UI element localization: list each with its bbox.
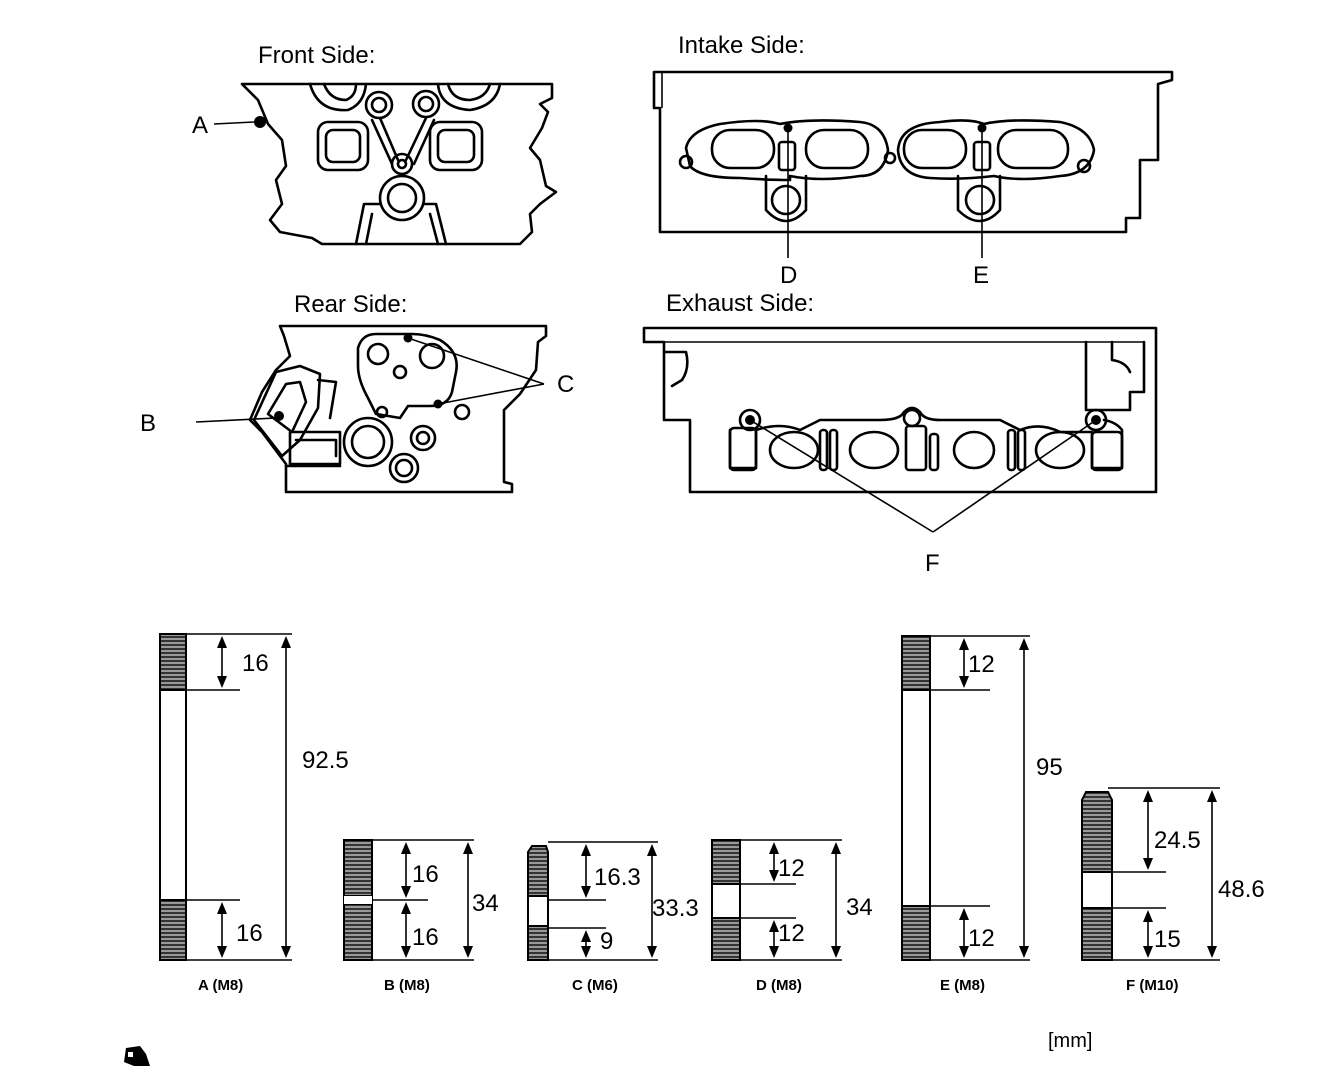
stud-e-top-dim: 12 [968, 651, 995, 678]
stud-f-total-dim: 48.6 [1218, 876, 1265, 903]
exhaust-side-title: Exhaust Side: [666, 290, 814, 317]
stud-b-caption: B (M8) [384, 977, 430, 994]
stud-a [159, 633, 292, 961]
corner-mark-icon [124, 1046, 150, 1066]
stud-b-bottom-dim: 16 [412, 924, 439, 951]
front-side-view [240, 82, 558, 246]
stud-c-total-dim: 33.3 [652, 895, 699, 922]
callout-b: B [140, 410, 156, 437]
stud-d-bottom-dim: 12 [778, 920, 805, 947]
stud-f-bottom-dim: 15 [1154, 926, 1181, 953]
intake-side-title: Intake Side: [678, 32, 805, 59]
rear-side-title: Rear Side: [294, 291, 407, 318]
stud-b-top-dim: 16 [412, 861, 439, 888]
stud-a-top-dim: 16 [242, 650, 269, 677]
stud-c-top-dim: 16.3 [594, 864, 641, 891]
stud-f-top-dim: 24.5 [1154, 827, 1201, 854]
stud-e-caption: E (M8) [940, 977, 985, 994]
stud-f [1081, 787, 1220, 961]
callout-a: A [192, 112, 208, 139]
stud-d-top-dim: 12 [778, 855, 805, 882]
exhaust-side-view [642, 326, 1158, 494]
stud-d [711, 839, 842, 961]
stud-e [901, 635, 1030, 961]
callout-c: C [557, 371, 574, 398]
stud-c-caption: C (M6) [572, 977, 618, 994]
callout-e: E [973, 262, 989, 289]
stud-e-total-dim: 95 [1036, 754, 1063, 781]
callout-f: F [925, 550, 940, 577]
stud-d-total-dim: 34 [846, 894, 873, 921]
callout-d: D [780, 262, 797, 289]
stud-c [527, 841, 658, 961]
stud-a-bottom-dim: 16 [236, 920, 263, 947]
stud-b [343, 839, 474, 961]
rear-side-view [248, 324, 548, 494]
stud-a-caption: A (M8) [198, 977, 243, 994]
stud-d-caption: D (M8) [756, 977, 802, 994]
intake-side-view [652, 70, 1174, 234]
stud-c-bottom-dim: 9 [600, 928, 613, 955]
stud-a-total-dim: 92.5 [302, 747, 349, 774]
stud-e-bottom-dim: 12 [968, 925, 995, 952]
unit-label: [mm] [1048, 1030, 1092, 1052]
front-side-title: Front Side: [258, 42, 375, 69]
stud-b-total-dim: 34 [472, 890, 499, 917]
stud-f-caption: F (M10) [1126, 977, 1179, 994]
